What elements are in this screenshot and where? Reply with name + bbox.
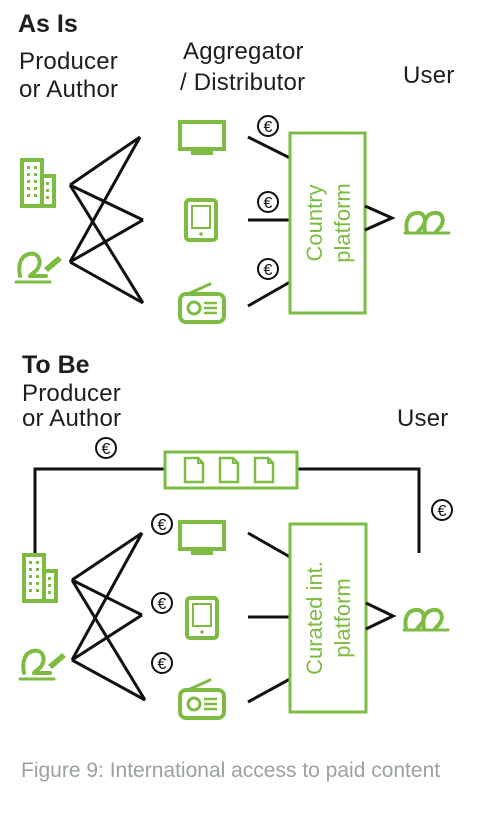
author-pen-icon xyxy=(14,251,64,284)
to-be-heading: To Be xyxy=(22,351,90,379)
to-be-diagram: € € € € € xyxy=(18,437,453,720)
euro-coin-icon: € xyxy=(257,258,279,280)
curated-platform-label-line2: platform xyxy=(330,578,355,657)
as-is-aggregator-label-line2: / Distributor xyxy=(180,69,306,96)
euro-coin-icon: € xyxy=(95,437,117,459)
country-platform-label-line2: platform xyxy=(330,183,355,262)
tablet-icon xyxy=(185,596,219,640)
to-be-producer-label-line2: or Author xyxy=(22,405,122,432)
svg-text:€: € xyxy=(102,441,111,458)
tv-icon xyxy=(178,520,226,557)
to-be-user-label: User xyxy=(397,405,449,432)
country-platform-box xyxy=(288,131,367,315)
users-icon xyxy=(402,607,450,632)
euro-coin-icon: € xyxy=(151,652,173,674)
svg-text:€: € xyxy=(438,503,447,520)
curated-platform-box xyxy=(288,522,368,714)
curated-platform-label-line1: Curated int. xyxy=(302,561,327,675)
to-be-producer-label-line1: Producer xyxy=(22,380,121,407)
tv-icon xyxy=(178,120,226,157)
svg-text:€: € xyxy=(158,596,167,613)
svg-text:€: € xyxy=(158,517,167,534)
euro-coin-icon: € xyxy=(431,499,453,521)
as-is-diagram: € € € Country platform xyxy=(14,115,451,324)
as-is-aggregator-label-line1: Aggregator xyxy=(183,38,304,65)
as-is-user-label: User xyxy=(403,62,455,89)
building-icon xyxy=(20,158,56,208)
document-icon xyxy=(183,456,205,484)
document-icon xyxy=(218,456,240,484)
figure-caption: Figure 9: International access to paid c… xyxy=(21,759,441,782)
to-be-aggregator-links xyxy=(247,531,291,704)
as-is-producer-label-line2: or Author xyxy=(19,76,119,103)
as-is-producer-label-line1: Producer xyxy=(19,48,118,75)
content-store-box xyxy=(163,450,299,490)
euro-coin-icon: € xyxy=(151,513,173,535)
as-is-output-arrow xyxy=(364,204,396,232)
svg-text:€: € xyxy=(158,656,167,673)
users-icon xyxy=(403,210,451,235)
as-is-producer-links xyxy=(68,135,145,305)
radio-icon xyxy=(178,678,226,720)
author-pen-icon xyxy=(18,648,68,681)
to-be-output-arrow xyxy=(365,601,397,631)
euro-coin-icon: € xyxy=(257,115,279,137)
country-platform-label-line1: Country xyxy=(302,184,327,261)
svg-text:€: € xyxy=(264,262,273,279)
to-be-producer-links xyxy=(70,531,147,702)
as-is-heading: As Is xyxy=(18,10,78,38)
radio-icon xyxy=(178,282,226,324)
as-is-aggregator-links xyxy=(247,135,291,308)
document-icon xyxy=(253,456,275,484)
tablet-icon xyxy=(184,198,218,242)
euro-coin-icon: € xyxy=(257,191,279,213)
svg-text:€: € xyxy=(264,195,273,212)
svg-text:€: € xyxy=(264,119,273,136)
euro-coin-icon: € xyxy=(151,592,173,614)
building-icon xyxy=(22,553,58,603)
